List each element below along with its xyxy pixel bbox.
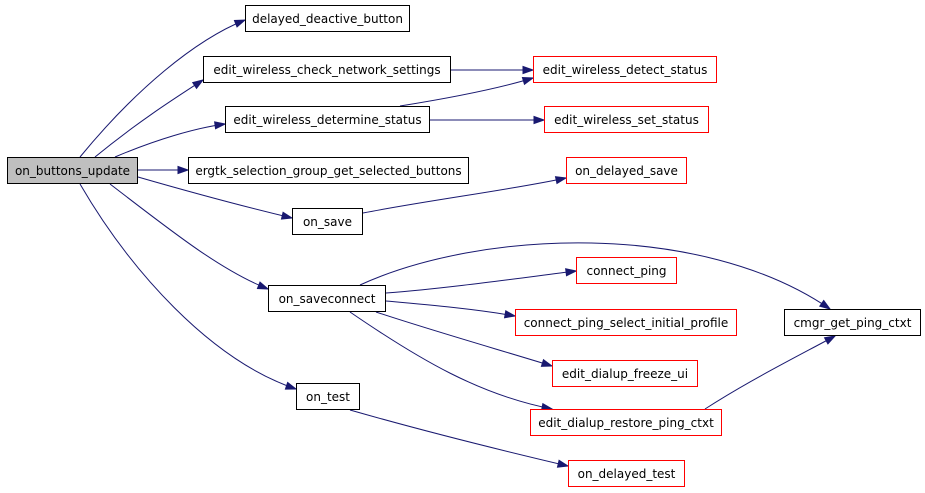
node-edit-dialup-freeze-ui[interactable]: edit_dialup_freeze_ui — [552, 360, 698, 387]
arrowhead-icon — [256, 281, 270, 290]
arrowhead-icon — [191, 79, 205, 90]
node-edit-wireless-determine-status[interactable]: edit_wireless_determine_status — [225, 106, 430, 133]
arrowhead-icon — [522, 65, 535, 75]
node-on-buttons-update[interactable]: on_buttons_update — [7, 157, 138, 184]
edge-on-saveconnect-to-connect-ping-select-initial-profile — [385, 300, 516, 317]
arrowhead-icon — [284, 381, 298, 390]
arrowhead-icon — [823, 335, 837, 345]
arrowhead-icon — [521, 77, 535, 86]
node-on-delayed-test[interactable]: on_delayed_test — [568, 460, 685, 487]
arrowhead-icon — [565, 268, 578, 277]
edge-on-saveconnect-to-edit-dialup-restore-ping-ctxt — [349, 311, 553, 410]
node-connect-ping[interactable]: connect_ping — [576, 257, 677, 284]
edge-on-saveconnect-to-connect-ping — [385, 270, 577, 294]
node-cmgr-get-ping-ctxt[interactable]: cmgr_get_ping_ctxt — [784, 309, 921, 336]
edge-on-buttons-update-to-on-save — [137, 176, 293, 219]
node-on-delayed-save[interactable]: on_delayed_save — [566, 157, 687, 184]
node-on-save[interactable]: on_save — [292, 208, 363, 235]
arrowhead-icon — [540, 358, 554, 367]
node-on-saveconnect[interactable]: on_saveconnect — [268, 285, 386, 312]
node-delayed-deactive-button[interactable]: delayed_deactive_button — [245, 5, 410, 32]
arrowhead-icon — [503, 310, 517, 319]
edge-on-saveconnect-to-edit-dialup-freeze-ui — [375, 311, 553, 367]
edge-on-save-to-on-delayed-save — [362, 177, 567, 214]
arrowhead-icon — [554, 176, 568, 185]
arrowhead-icon — [233, 19, 247, 28]
edge-on-test-to-on-delayed-test — [349, 409, 569, 467]
node-edit-dialup-restore-ping-ctxt[interactable]: edit_dialup_restore_ping_ctxt — [530, 409, 722, 436]
node-ergtk-selection-group-get-selected-buttons[interactable]: ergtk_selection_group_get_selected_butto… — [188, 157, 469, 184]
edge-on-buttons-update-to-on-saveconnect — [109, 183, 269, 290]
node-edit-wireless-check-network-settings[interactable]: edit_wireless_check_network_settings — [203, 56, 451, 83]
node-on-test[interactable]: on_test — [296, 383, 360, 410]
edge-on-saveconnect-to-cmgr-get-ping-ctxt — [359, 242, 831, 310]
edge-edit-dialup-restore-ping-ctxt-to-cmgr-get-ping-ctxt — [704, 335, 836, 410]
edge-edit-wireless-determine-status-to-edit-wireless-detect-status — [399, 77, 534, 107]
node-edit-wireless-detect-status[interactable]: edit_wireless_detect_status — [533, 56, 717, 83]
edge-on-buttons-update-to-on-test — [79, 183, 297, 390]
arrowhead-icon — [556, 459, 570, 468]
node-connect-ping-select-initial-profile[interactable]: connect_ping_select_initial_profile — [515, 309, 737, 336]
edge-on-buttons-update-to-edit-wireless-check-network-settings — [94, 79, 204, 158]
edge-on-buttons-update-to-delayed-deactive-button — [79, 19, 246, 158]
arrowhead-icon — [533, 115, 546, 125]
arrowhead-icon — [177, 165, 190, 175]
arrowhead-icon — [818, 299, 832, 310]
arrowhead-icon — [280, 211, 294, 220]
node-edit-wireless-set-status[interactable]: edit_wireless_set_status — [544, 106, 709, 133]
arrowhead-icon — [214, 121, 227, 130]
